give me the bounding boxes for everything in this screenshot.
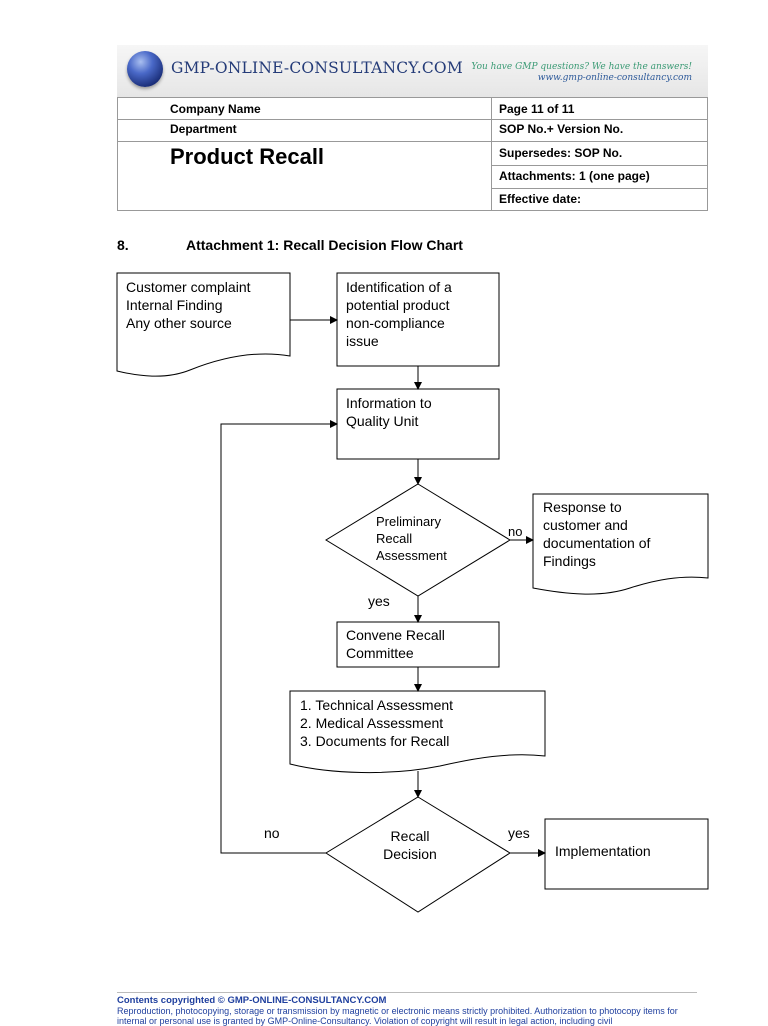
identification-line-1: Identification of a: [346, 279, 452, 295]
company-name: Company Name: [170, 102, 261, 116]
section-title: Attachment 1: Recall Decision Flow Chart: [186, 237, 463, 253]
copyright-notice: Reproduction, photocopying, storage or t…: [117, 1006, 678, 1026]
convene-line-2: Committee: [346, 645, 414, 661]
implementation-box: [544, 818, 709, 890]
convene-line-1: Convene Recall: [346, 627, 445, 643]
tagline-url: www.gmp-online-consultancy.com: [537, 73, 692, 83]
preliminary-line-2: Recall: [376, 531, 412, 546]
assessment-line-2: 2. Medical Assessment: [300, 715, 443, 731]
preliminary-assessment-diamond: [325, 483, 511, 597]
globe-logo-icon: [127, 51, 163, 87]
effective-date: Effective date:: [499, 192, 582, 206]
yes-label-decision: yes: [508, 825, 530, 841]
identification-line-2: potential product: [346, 297, 450, 313]
copyright-title: Contents copyrighted © GMP-ONLINE-CONSUL…: [117, 995, 387, 1006]
section-number: 8.: [117, 237, 129, 253]
response-line-3: documentation of: [543, 535, 651, 551]
loop-back-arrow: [220, 420, 338, 854]
yes-label-preliminary: yes: [368, 593, 390, 609]
no-label-preliminary: no: [508, 524, 522, 539]
decision-line-1: Recall: [391, 828, 430, 844]
no-label-decision: no: [264, 825, 280, 841]
response-line-2: customer and: [543, 517, 628, 533]
preliminary-line-1: Preliminary: [376, 514, 442, 529]
document-title: Product Recall: [170, 144, 325, 169]
assessment-line-1: 1. Technical Assessment: [300, 697, 453, 713]
footer-divider: [117, 992, 697, 993]
department: Department: [170, 122, 237, 136]
response-line-4: Findings: [543, 553, 596, 569]
source-line-1: Customer complaint: [126, 279, 251, 295]
decision-line-2: Decision: [383, 846, 437, 862]
identification-line-4: issue: [346, 333, 379, 349]
implementation-label: Implementation: [555, 843, 651, 859]
brand-name: GMP-ONLINE-CONSULTANCY.COM: [171, 59, 463, 77]
site-banner: GMP-ONLINE-CONSULTANCY.COM You have GMP …: [117, 45, 708, 97]
preliminary-line-3: Assessment: [376, 548, 447, 563]
source-line-2: Internal Finding: [126, 297, 223, 313]
assessment-line-3: 3. Documents for Recall: [300, 733, 449, 749]
sop-version: SOP No.+ Version No.: [499, 122, 624, 136]
recall-decision-diamond: [325, 796, 511, 913]
tagline: You have GMP questions? We have the answ…: [471, 62, 692, 84]
tagline-text: You have GMP questions? We have the answ…: [471, 62, 692, 72]
identification-line-3: non-compliance: [346, 315, 445, 331]
attachments: Attachments: 1 (one page): [499, 169, 650, 183]
information-line-1: Information to: [346, 395, 432, 411]
information-line-2: Quality Unit: [346, 413, 418, 429]
document-header-table: Company Name Department Product Recall P…: [117, 97, 708, 211]
supersedes: Supersedes: SOP No.: [499, 146, 623, 160]
source-document-shape: [116, 272, 291, 377]
response-document-shape: [532, 493, 709, 595]
assessments-document-shape: [289, 690, 546, 774]
page-number: Page 11 of 11: [499, 102, 575, 116]
identification-box: [336, 272, 500, 367]
response-line-1: Response to: [543, 499, 622, 515]
source-line-3: Any other source: [126, 315, 232, 331]
